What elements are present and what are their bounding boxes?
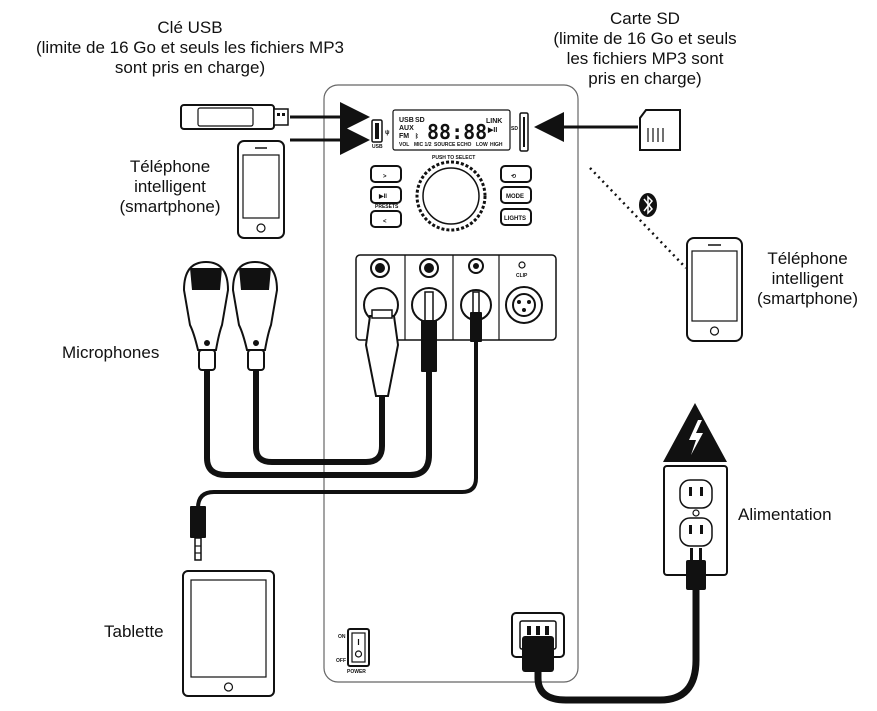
repeat-button[interactable]: ⟲: [500, 165, 532, 183]
iec-plug: [522, 636, 554, 672]
clip-led: [518, 261, 526, 269]
microphones-label: Microphones: [62, 343, 160, 362]
previous-button[interactable]: <: [370, 210, 402, 228]
lcd-aux: AUX: [399, 125, 414, 132]
usb-icon: ψ: [385, 130, 390, 136]
main-knob[interactable]: [415, 160, 487, 232]
power-plug: [686, 548, 706, 590]
svg-text:<: <: [383, 219, 387, 225]
input-section: CLIP: [355, 254, 557, 341]
tablet-plug: [190, 506, 206, 561]
lights-button[interactable]: LIGHTS: [500, 208, 532, 226]
microphone-2: [231, 260, 279, 371]
power-cable: [534, 590, 700, 704]
aux-plug: [470, 291, 482, 342]
smartphone-right-label: Téléphone intelligent (smartphone): [756, 249, 859, 308]
svg-text:LIGHTS: LIGHTS: [504, 216, 526, 222]
speaker-panel: [323, 84, 579, 683]
lcd-link: LINK: [486, 118, 502, 125]
smartphone-right: [686, 237, 743, 342]
usb-key-label: Clé USB (limite de 16 Go et seuls les fi…: [35, 18, 344, 77]
svg-text:MODE: MODE: [506, 194, 524, 200]
usb-port[interactable]: ψ USB: [371, 119, 390, 150]
bluetooth-link: [589, 167, 687, 269]
power-label: Alimentation: [738, 505, 832, 524]
bluetooth-icon: [639, 193, 657, 217]
lcd-high: HIGH: [490, 142, 503, 148]
lcd-source: SOURCE: [434, 142, 456, 148]
lcd-play: ▶II: [487, 127, 497, 134]
on-label: ON: [338, 634, 346, 640]
sd-slot[interactable]: SD: [511, 112, 529, 152]
lcd-digits: 88:88: [427, 120, 487, 144]
xlr-plug: [364, 309, 400, 397]
mic2-cable: [253, 370, 385, 465]
lcd-usb: USB: [399, 117, 414, 124]
smartphone-left-label: Téléphone intelligent (smartphone): [119, 157, 221, 216]
clip-label: CLIP: [516, 273, 528, 279]
sd-slot-label: SD: [511, 126, 518, 132]
usb-drive: [180, 104, 289, 130]
mode-button[interactable]: MODE: [500, 186, 532, 204]
high-voltage-warning-icon: [663, 403, 727, 462]
usb-port-label: USB: [372, 144, 383, 150]
wall-outlet: [663, 465, 728, 576]
power-label: POWER: [347, 669, 366, 675]
lcd-mic: MIC 1/2: [414, 142, 432, 148]
svg-text:▶II: ▶II: [378, 193, 387, 200]
lcd-sd: SD: [415, 117, 425, 124]
sd-card-label: Carte SD (limite de 16 Go et seuls les f…: [553, 9, 737, 88]
tablet: [182, 570, 275, 697]
mic1-cable: [204, 370, 432, 478]
lcd-echo: ECHO: [457, 142, 472, 148]
microphone-1: [182, 260, 230, 371]
smartphone-left: [237, 140, 285, 239]
off-label: OFF: [336, 658, 346, 664]
lcd-fm: FM: [399, 133, 409, 140]
lcd-vol: VOL: [399, 142, 409, 148]
quarter-inch-plug: [421, 291, 437, 372]
aux-cable: [196, 342, 478, 512]
repeat-icon: ⟲: [511, 173, 517, 180]
play-pause-button[interactable]: ▶II: [370, 186, 402, 204]
lcd-low: LOW: [476, 142, 488, 148]
power-switch[interactable]: ON OFF POWER: [336, 628, 370, 675]
lcd-bluetooth-icon: ᛒ: [415, 133, 419, 140]
lcd-display: USB AUX FM SD ᛒ 88:88 LINK ▶II VOL MIC 1…: [392, 109, 511, 151]
next-button[interactable]: >: [370, 165, 402, 183]
presets-label: PRESETS: [375, 204, 399, 210]
svg-text:>: >: [383, 174, 387, 180]
sd-card: [639, 109, 681, 151]
push-to-select-label: PUSH TO SELECT: [432, 155, 475, 161]
tablet-label: Tablette: [104, 622, 164, 641]
